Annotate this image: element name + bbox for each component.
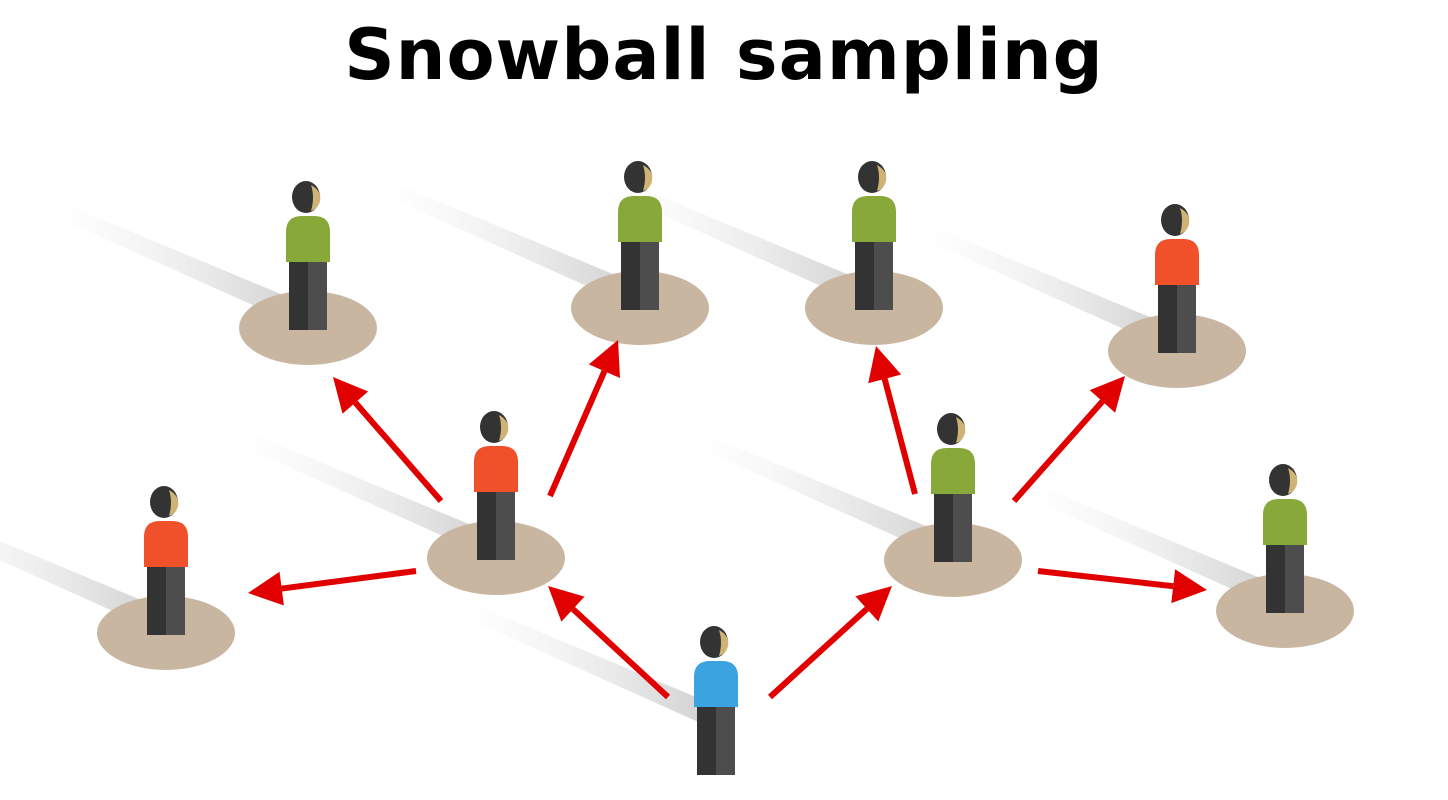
person-face: [1288, 468, 1298, 494]
person-shadow: [384, 187, 644, 305]
person-seed: [694, 626, 738, 775]
arrow-head: [1089, 376, 1125, 413]
person-face: [499, 415, 509, 441]
person-leg: [621, 242, 640, 310]
referral-arrow: [333, 377, 444, 503]
person-leg: [716, 707, 735, 775]
person-leg: [855, 242, 874, 310]
referral-arrow: [767, 586, 892, 700]
referral-arrow: [1037, 568, 1207, 604]
person-shadow: [697, 439, 957, 557]
person-face: [311, 185, 321, 211]
referral-arrow: [1011, 376, 1125, 503]
person-shirt: [694, 661, 738, 707]
arrow-shaft: [1037, 568, 1174, 590]
arrow-head: [855, 586, 892, 622]
person-referral: [1155, 204, 1199, 353]
person-face: [719, 630, 729, 656]
person-shadow: [460, 607, 720, 725]
arrow-shaft: [570, 606, 671, 700]
person-referral: [144, 486, 188, 635]
person-leg: [1158, 285, 1177, 353]
person-referral: [474, 411, 518, 560]
person-shadow: [921, 230, 1181, 348]
referral-arrow: [248, 568, 417, 606]
person-participant: [1263, 464, 1307, 613]
arrow-head: [333, 377, 369, 414]
diagram-title: Snowball sampling: [344, 14, 1104, 96]
person-leg: [166, 567, 185, 635]
arrow-head: [1171, 569, 1207, 604]
person-shirt: [474, 446, 518, 492]
person-shadow: [618, 187, 878, 305]
people-layer: [144, 161, 1307, 775]
person-leg: [1285, 545, 1304, 613]
person-shirt: [931, 448, 975, 494]
person-leg: [308, 262, 327, 330]
person-leg: [934, 494, 953, 562]
arrow-head: [248, 571, 284, 606]
arrow-head: [548, 586, 585, 622]
arrow-shaft: [353, 400, 444, 503]
person-leg: [953, 494, 972, 562]
person-leg: [697, 707, 716, 775]
person-leg: [147, 567, 166, 635]
person-shirt: [618, 196, 662, 242]
arrow-head: [868, 346, 902, 384]
referral-arrow: [547, 340, 620, 498]
person-face: [169, 490, 179, 516]
person-face: [1180, 208, 1190, 234]
person-leg: [289, 262, 308, 330]
person-shadow: [52, 207, 312, 325]
arrow-shaft: [767, 606, 869, 700]
person-shirt: [144, 521, 188, 567]
arrow-shaft: [281, 568, 417, 592]
person-shirt: [286, 216, 330, 262]
person-face: [643, 165, 653, 191]
person-face: [877, 165, 887, 191]
shadows-layer: [0, 187, 1289, 725]
arrow-head: [588, 340, 620, 378]
person-shirt: [852, 196, 896, 242]
person-participant: [931, 413, 975, 562]
person-participant: [852, 161, 896, 310]
arrow-shaft: [547, 369, 608, 498]
person-leg: [477, 492, 496, 560]
person-shadow: [1029, 490, 1289, 608]
person-face: [956, 417, 966, 443]
person-shirt: [1263, 499, 1307, 545]
person-leg: [874, 242, 893, 310]
person-leg: [1266, 545, 1285, 613]
person-participant: [286, 181, 330, 330]
referral-arrow: [548, 586, 671, 700]
person-leg: [496, 492, 515, 560]
person-shadow: [240, 437, 500, 555]
person-participant: [618, 161, 662, 310]
person-shirt: [1155, 239, 1199, 285]
person-leg: [1177, 285, 1196, 353]
person-leg: [640, 242, 659, 310]
referral-arrow: [868, 346, 918, 495]
arrow-shaft: [881, 378, 918, 495]
arrow-shaft: [1011, 399, 1105, 503]
arrows-layer: [248, 340, 1207, 700]
